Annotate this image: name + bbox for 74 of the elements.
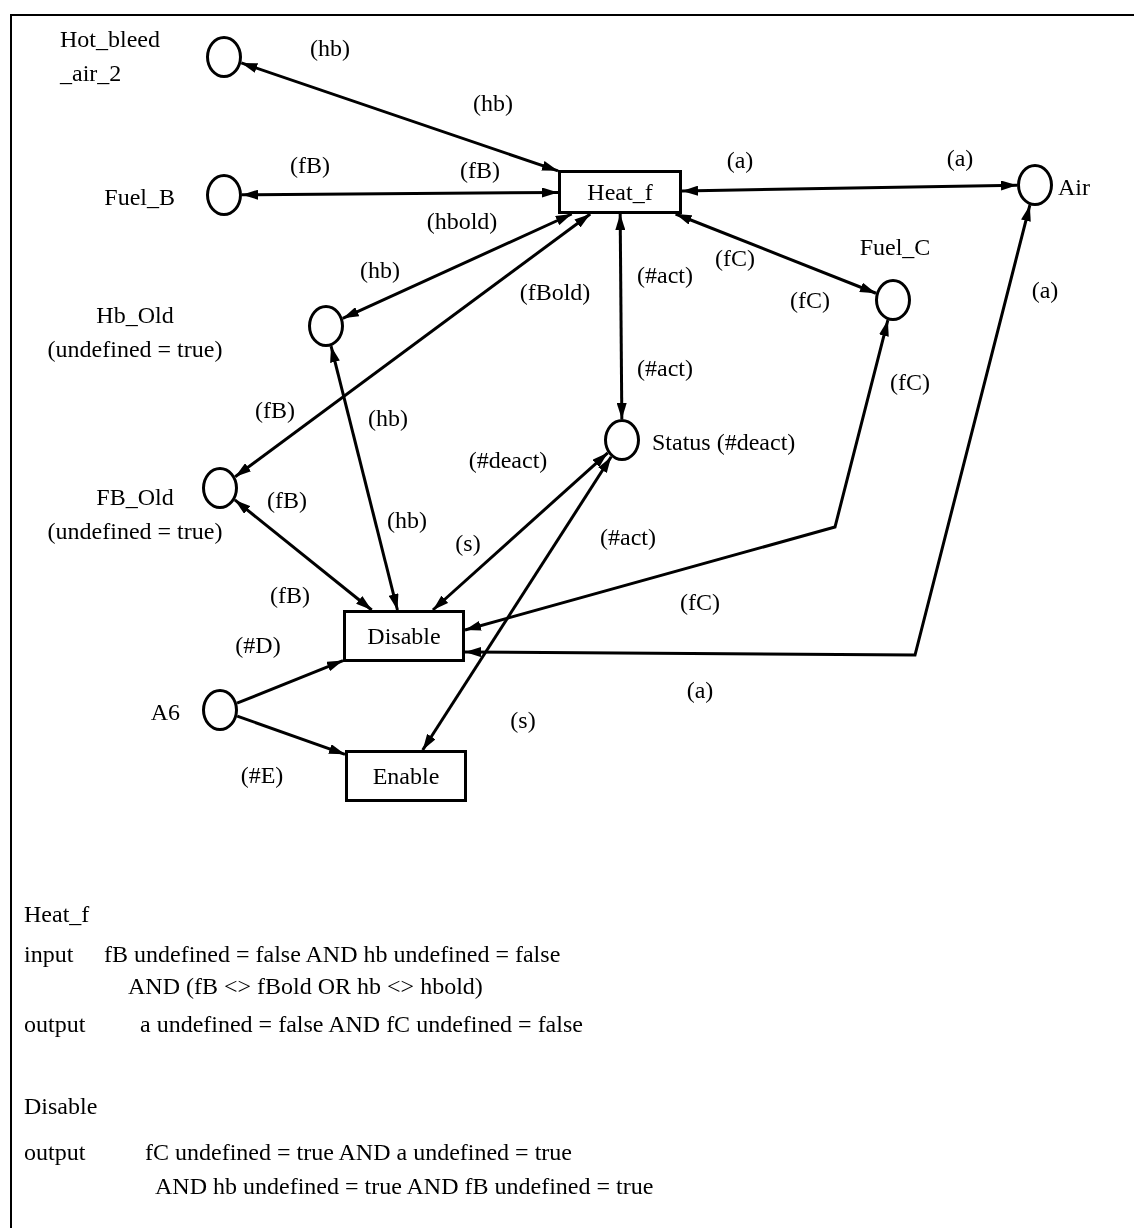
arc-inscription: (fC) (890, 368, 930, 396)
guard-text: Disable (24, 1092, 98, 1120)
place-label: A6 (149, 698, 180, 727)
arc-inscription: (fB) (290, 151, 330, 179)
guard-text: AND hb undefined = true AND fB undefined = true (155, 1172, 654, 1200)
arc-inscription: (fB) (255, 396, 295, 424)
arc-inscription: (#act) (637, 354, 693, 382)
arc-arrow (465, 204, 1032, 658)
place-label: Air (1058, 173, 1091, 202)
guard-text: a undefined = false AND fC undefined = false (140, 1010, 583, 1038)
arc-inscription: (fB) (460, 156, 500, 184)
place-circle (202, 689, 238, 731)
arc-arrow (464, 319, 890, 632)
arc-arrow (240, 61, 559, 173)
arc-inscription: (a) (686, 676, 714, 704)
place-circle (1017, 164, 1053, 206)
place-circle (206, 174, 242, 216)
place-circle (875, 279, 911, 321)
arc-arrow (421, 456, 613, 751)
arc-inscription: (hb) (360, 256, 400, 284)
arc-inscription: (hb) (310, 34, 350, 62)
place-circle (308, 305, 344, 347)
arc-inscription: (#act) (637, 261, 693, 289)
arc-arrow (431, 451, 609, 612)
transition-box: Enable (345, 750, 467, 802)
arc-inscription: (fC) (680, 588, 720, 616)
place-label: Fuel_B (103, 183, 175, 212)
arc-arrow (236, 714, 346, 756)
arc-arrow (342, 212, 573, 320)
arc-arrow (681, 180, 1018, 196)
arc-inscription: (fC) (715, 244, 755, 272)
place-label: (undefined = true) (46, 517, 224, 546)
place-circle (202, 467, 238, 509)
arc-inscription: (a) (1031, 276, 1059, 304)
guard-text: output (24, 1138, 86, 1166)
place-label: Fuel_C (858, 233, 932, 262)
arc-arrow (236, 659, 344, 705)
arc-inscription: (hbold) (426, 207, 498, 235)
arc-arrow (242, 187, 558, 200)
arc-inscription: (fB) (270, 581, 310, 609)
arc-inscription: (hb) (368, 404, 408, 432)
guard-text: fB undefined = false AND hb undefined = false (104, 940, 561, 968)
arc-inscription: (fC) (790, 286, 830, 314)
arc-inscription: (#D) (235, 631, 281, 659)
arc-arrow (234, 212, 592, 478)
place-label: Hot_bleed _air_2 (60, 25, 161, 88)
transition-box: Disable (343, 610, 465, 662)
place-label: FB_Old (95, 483, 175, 512)
guard-text: fC undefined = true AND a undefined = true (145, 1138, 572, 1166)
arc-inscription: (hb) (387, 506, 427, 534)
guard-text: input (24, 940, 74, 968)
place-label: Status (#deact) (652, 428, 797, 457)
arc-inscription: (a) (726, 146, 754, 174)
arc-inscription: (#E) (240, 761, 284, 789)
guard-text: AND (fB <> fBold OR hb <> hbold) (128, 972, 483, 1000)
arc-inscription: (s) (510, 706, 536, 734)
arc-arrow (675, 212, 877, 295)
place-circle (604, 419, 640, 461)
arc-arrow (329, 345, 399, 611)
transition-box: Heat_f (558, 170, 682, 214)
arc-inscription: (s) (455, 529, 481, 557)
arc-inscription: (fB) (267, 486, 307, 514)
place-circle (206, 36, 242, 78)
arc-arrow (615, 214, 627, 419)
arc-inscription: (#act) (600, 523, 656, 551)
arc-inscription: (#deact) (468, 446, 548, 474)
arc-inscription: (fBold) (519, 278, 591, 306)
place-label: Hb_Old (95, 301, 175, 330)
arc-arrow (233, 498, 373, 612)
guard-text: output (24, 1010, 86, 1038)
arc-inscription: (a) (946, 144, 974, 172)
arc-inscription: (hb) (473, 89, 513, 117)
place-label: (undefined = true) (46, 335, 224, 364)
guard-text: Heat_f (24, 900, 90, 928)
